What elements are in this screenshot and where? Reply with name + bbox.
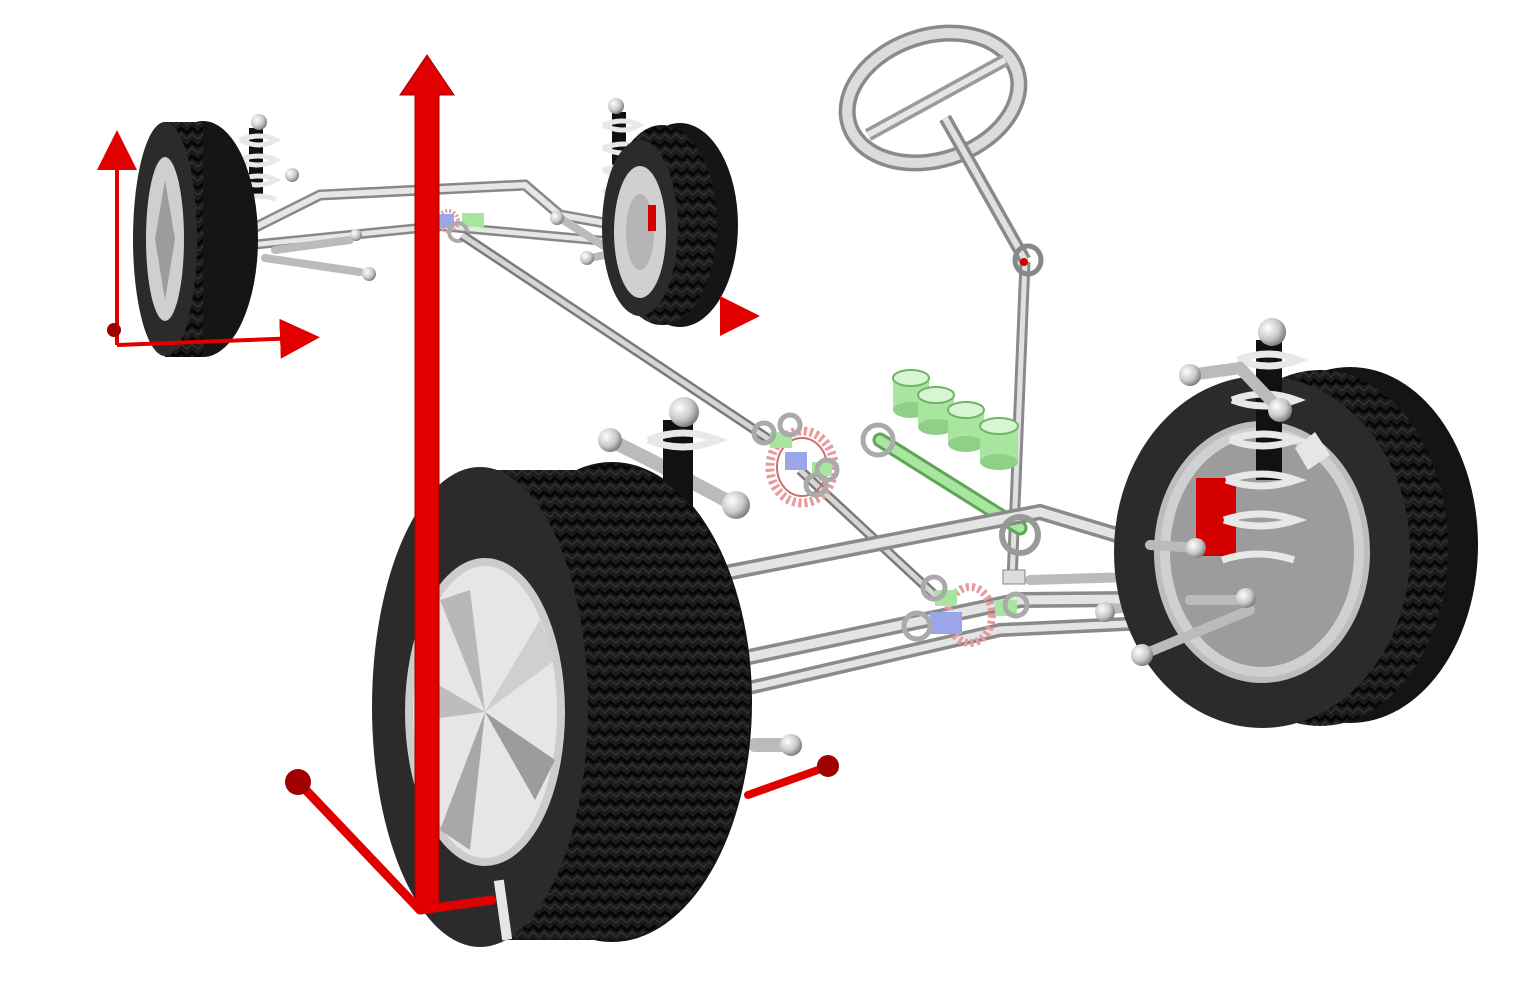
front-gearbox bbox=[901, 514, 1041, 647]
rear-left-coil-spring bbox=[236, 114, 282, 203]
vertical-axis-arrow bbox=[399, 54, 455, 906]
rear-left-wheel bbox=[133, 121, 258, 357]
differential-gear bbox=[751, 412, 840, 508]
rear-gearbox bbox=[432, 209, 484, 243]
front-right-damper bbox=[1131, 318, 1308, 666]
front-left-rim-spokes bbox=[425, 590, 555, 850]
rear-right-wheel bbox=[602, 123, 738, 327]
steering-wheel bbox=[838, 24, 1028, 172]
rear-axis-frame bbox=[97, 130, 760, 359]
front-axis-frame bbox=[285, 755, 839, 915]
piston-cylinders bbox=[892, 369, 1019, 470]
